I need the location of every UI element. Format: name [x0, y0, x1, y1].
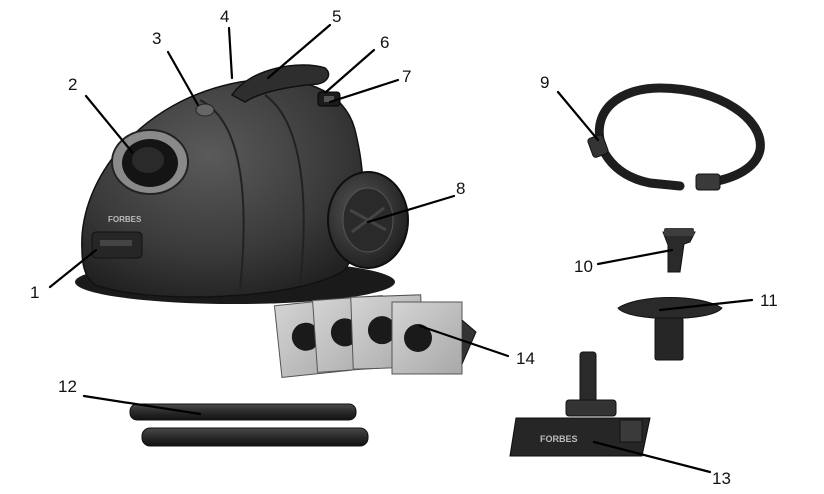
- suction-inlet-inner: [132, 147, 164, 173]
- floor-brush-pedal: [619, 419, 643, 443]
- extension-tubes: [129, 403, 369, 447]
- part-number-13: 13: [712, 469, 731, 488]
- part-number-4: 4: [220, 7, 229, 26]
- flexible-hose: [587, 83, 765, 191]
- dust-bags: [273, 294, 477, 379]
- wheel-spokes: [349, 206, 387, 234]
- floor-brush-neck: [579, 351, 597, 405]
- hose-end-pipe: [597, 143, 685, 191]
- part-number-9: 9: [540, 73, 549, 92]
- leader-line-3: [166, 50, 200, 107]
- leader-line-14: [418, 324, 510, 358]
- carry-handle: [230, 64, 330, 103]
- extension-tube-lower: [141, 427, 369, 447]
- leader-line-12: [82, 394, 202, 416]
- part-numbers: 1 2 3 4 5 6 7 8 9 10 11 12 13 14: [30, 7, 778, 488]
- body-shell: [81, 78, 364, 298]
- leader-line-9: [556, 90, 600, 142]
- leader-line-13: [592, 440, 712, 474]
- power-button-top: [324, 96, 334, 102]
- leader-line-6: [324, 48, 376, 94]
- leader-line-8: [366, 194, 456, 224]
- body-brand-text: FORBES: [108, 215, 142, 224]
- part-number-2: 2: [68, 75, 77, 94]
- extension-tube-upper: [129, 403, 357, 421]
- part-number-12: 12: [58, 377, 77, 396]
- part-number-7: 7: [402, 67, 411, 86]
- part-number-8: 8: [456, 179, 465, 198]
- dust-indicator: [195, 103, 215, 117]
- hose-tube: [594, 83, 765, 187]
- vacuum-cleaner-body: FORBES: [75, 64, 409, 304]
- front-panel-slot: [100, 240, 132, 246]
- part-number-3: 3: [152, 29, 161, 48]
- leader-line-5: [266, 23, 332, 80]
- body-seam: [264, 94, 305, 286]
- floor-brush-brand-text: FORBES: [540, 434, 578, 444]
- part-number-6: 6: [380, 33, 389, 52]
- crevice-tool: [662, 228, 696, 273]
- dusting-brush-neck: [654, 317, 684, 361]
- dust-bag: [391, 301, 477, 375]
- leader-line-1: [48, 248, 98, 289]
- floor-brush-swivel: [565, 399, 617, 417]
- leader-lines: [48, 23, 754, 474]
- crevice-tool-tip: [664, 228, 694, 236]
- leader-line-4: [227, 26, 234, 80]
- crevice-tool-shape: [662, 231, 696, 273]
- leader-line-2: [84, 94, 134, 154]
- dusting-brush: [617, 297, 723, 361]
- hose-cuff: [695, 173, 721, 191]
- part-number-14: 14: [516, 349, 535, 368]
- leader-line-11: [658, 298, 754, 312]
- part-number-5: 5: [332, 7, 341, 26]
- part-number-1: 1: [30, 283, 39, 302]
- part-number-11: 11: [760, 291, 778, 310]
- leader-line-10: [596, 248, 674, 266]
- part-number-10: 10: [574, 257, 593, 276]
- leader-line-7: [328, 78, 400, 104]
- floor-brush: FORBES: [509, 351, 651, 457]
